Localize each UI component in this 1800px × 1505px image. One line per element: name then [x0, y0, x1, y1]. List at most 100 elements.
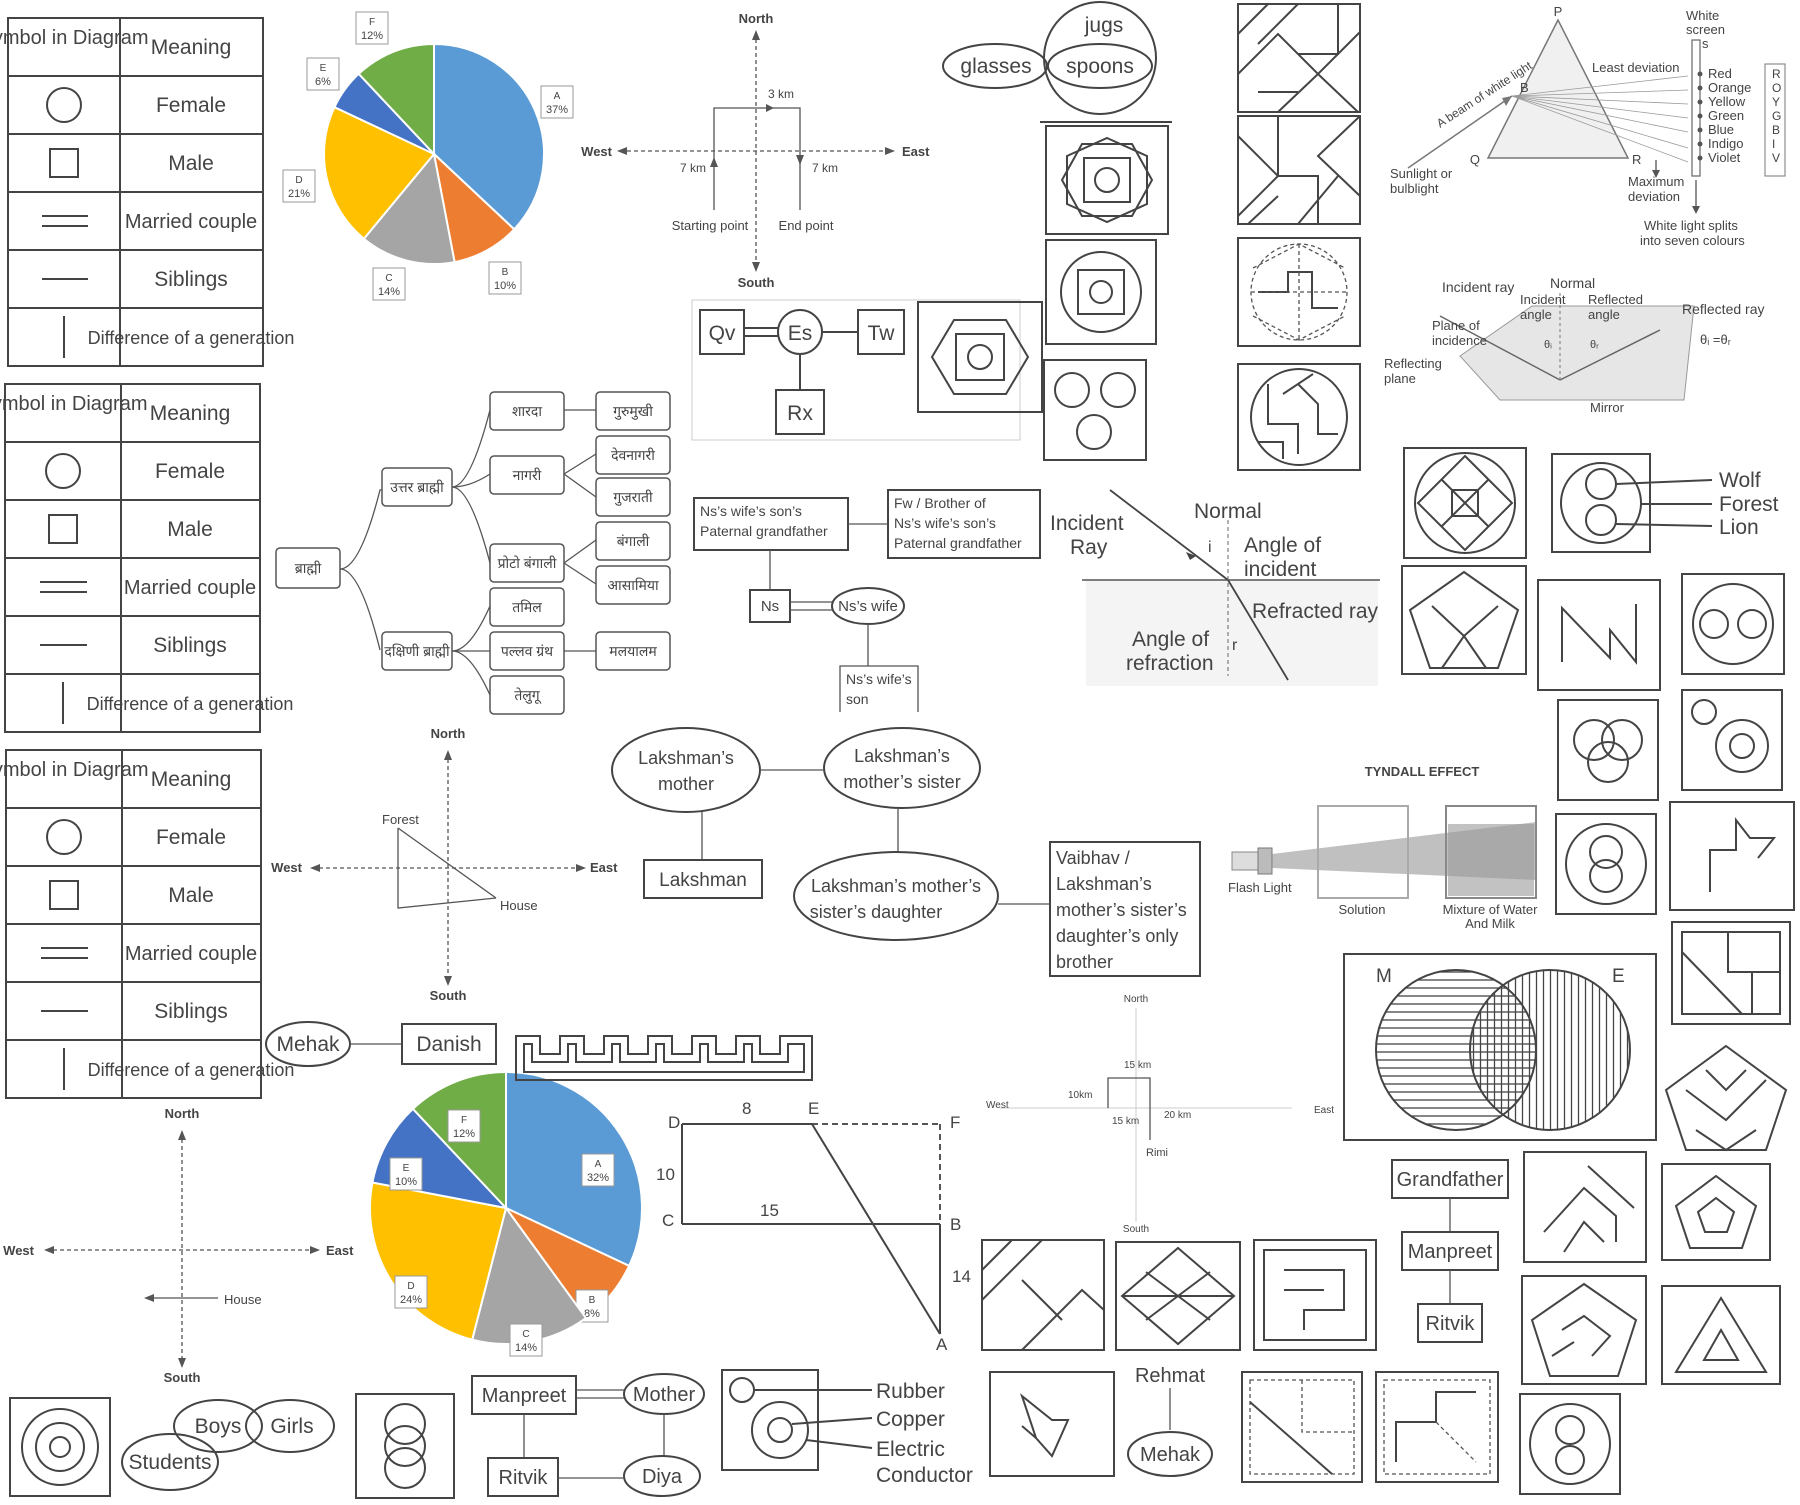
- mother-node: Mother: [633, 1384, 696, 1406]
- normal-label: Normal: [1550, 275, 1595, 291]
- spectrum-label-blue: Blue: [1708, 122, 1734, 137]
- wolf-forest-lion-figure: Wolf Forest Lion: [1551, 453, 1779, 553]
- rubber-label: Rubber: [876, 1380, 945, 1403]
- roygbiv-frame: [1764, 63, 1786, 177]
- compass-diagram-3: North South West East 15 km 10km 15 km 2…: [986, 994, 1334, 1235]
- mehak-node: Mehak: [1140, 1444, 1201, 1466]
- circle-dots-figure: [1681, 689, 1783, 791]
- script-node-nagari-box: [489, 455, 565, 495]
- triangle-figure: [1661, 1285, 1781, 1385]
- rimi-label: Rimi: [1146, 1147, 1168, 1159]
- venn-jugs-glasses-spoons: jugs glasses spoons: [942, 1, 1172, 123]
- pie-label-letter: A: [554, 91, 561, 102]
- script-node-telugu: तेलुगू: [514, 687, 541, 704]
- pie-label-letter: F: [369, 17, 375, 28]
- pie-label-box: [394, 1275, 428, 1309]
- spectrum-label-indigo: Indigo: [1708, 136, 1743, 151]
- west-label: West: [271, 860, 302, 875]
- east-label: East: [590, 860, 618, 875]
- south-label: South: [1123, 1224, 1149, 1235]
- table-header-symbol: Symbol in Diagram: [0, 393, 147, 415]
- pie-label-letter: B: [502, 267, 509, 278]
- east-label: East: [1314, 1105, 1334, 1116]
- pie-label-letter: E: [320, 63, 327, 74]
- spectrum-dot: [1697, 127, 1703, 133]
- house-label: House: [224, 1292, 262, 1307]
- grandfather-node: Grandfather: [1397, 1169, 1504, 1191]
- script-node-assamiya: आसामिया: [607, 577, 659, 593]
- angle-i-label: i: [1208, 539, 1212, 556]
- roygbiv-letter: O: [1772, 81, 1781, 95]
- table-header-meaning: Meaning: [151, 36, 232, 59]
- spectrum-color-labels: RedOrangeYellowGreenBlueIndigoVioletROYG…: [1697, 63, 1786, 177]
- manpreet-family-tree: Manpreet Mother Ritvik Diya: [471, 1373, 705, 1497]
- spectrum-label-yellow: Yellow: [1708, 94, 1746, 109]
- script-node-tamil: तमिल: [512, 599, 542, 615]
- spectrum-label-violet: Violet: [1708, 150, 1741, 165]
- shape-figure-12: [989, 1371, 1115, 1477]
- angle-r-label: r: [1232, 637, 1238, 654]
- roygbiv-letter: I: [1772, 137, 1775, 151]
- mehak-node: Mehak: [276, 1033, 340, 1056]
- length-8: 8: [742, 1099, 751, 1118]
- mirror-label: Mirror: [1590, 400, 1625, 415]
- pie-label-letter: E: [403, 1163, 410, 1174]
- row-male: Male: [168, 152, 214, 175]
- script-node-gujarati: गुजराती: [613, 489, 653, 506]
- row-male: Male: [168, 884, 214, 907]
- script-node-south: दक्षिणी ब्राह्मी: [384, 643, 450, 659]
- rubber-copper-conductor-figure: Rubber Copper Electric Conductor: [721, 1369, 973, 1487]
- dispersed-rays: [1511, 75, 1689, 163]
- spectrum-dot: [1697, 99, 1703, 105]
- row-married: Married couple: [124, 577, 256, 599]
- qv-node: Qv: [709, 322, 736, 345]
- symbol-table-3: Symbol in Diagram Meaning Female Male Ma…: [0, 749, 295, 1099]
- row-generation: Difference of a generation: [88, 1060, 295, 1080]
- row-female: Female: [156, 826, 226, 849]
- zigzag-figure: [1537, 579, 1661, 691]
- script-node-sharada: शारदा: [512, 403, 542, 419]
- pie-label-box: [581, 1153, 615, 1187]
- script-tree-nodes: ब्राह्मीउत्तर ब्राह्मीदक्षिणी ब्राह्मीशा…: [275, 391, 671, 715]
- pattern-figure-6: [1664, 1044, 1788, 1152]
- brahmi-script-tree: ब्राह्मीउत्तर ब्राह्मीदक्षिणी ब्राह्मीशा…: [275, 391, 671, 715]
- copper-label: Copper: [876, 1408, 945, 1431]
- grandfather-family-tree: Grandfather Manpreet Ritvik: [1391, 1159, 1509, 1343]
- pie-chart-2: A32%B8%C14%D24%E10%F12%: [369, 1070, 643, 1357]
- solution-label: Solution: [1339, 902, 1386, 917]
- west-label: West: [3, 1243, 34, 1258]
- es-node: Es: [788, 322, 813, 345]
- theta-r-label: θᵣ: [1590, 339, 1599, 351]
- ritvik-node: Ritvik: [1426, 1313, 1476, 1335]
- pie-label-letter: D: [407, 1281, 414, 1292]
- spectrum-dot: [1697, 141, 1703, 147]
- script-node-bangali: बंगाली: [617, 533, 650, 549]
- compass-diagram-4: North South West East House: [3, 1106, 354, 1385]
- pattern-figure-3-dashed: [1237, 237, 1361, 347]
- geometry-path-diagram: D E F C B A 8 10 15 14: [656, 1099, 971, 1354]
- compass-diagram-2: North South West East Forest House: [271, 726, 618, 1003]
- length-14: 14: [952, 1267, 971, 1286]
- table-header-meaning: Meaning: [151, 768, 232, 791]
- north-label: North: [165, 1106, 200, 1121]
- tyndall-effect-diagram: TYNDALL EFFECT Flash Light Solution Mixt…: [1228, 764, 1538, 931]
- script-node-north-box: [381, 467, 453, 507]
- pie-label-box: [306, 57, 340, 91]
- distance-15km-mid: 15 km: [1112, 1116, 1139, 1127]
- pattern-figure-1: [1237, 3, 1361, 113]
- north-label: North: [431, 726, 466, 741]
- pattern-figure-11: [1253, 1239, 1377, 1351]
- stacked-circles-figure: [355, 1393, 455, 1499]
- row-female: Female: [155, 460, 225, 483]
- pie-label-percent: 12%: [361, 30, 383, 42]
